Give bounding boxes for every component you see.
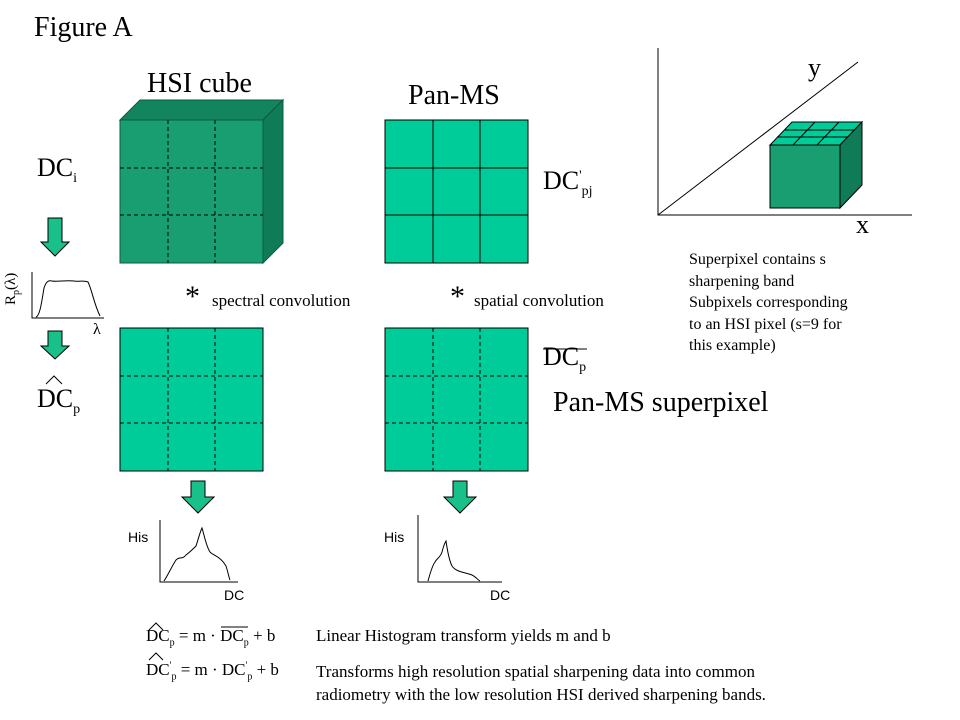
pan-ms-grid xyxy=(384,119,529,264)
hsi-cube-side xyxy=(262,98,284,265)
histogram-2 xyxy=(417,515,502,583)
convolution-star: * xyxy=(450,280,465,313)
axes-3d xyxy=(657,48,912,216)
transform-note-line-2: radiometry with the low resolution HSI d… xyxy=(316,685,766,704)
histogram-1-xlabel: DC xyxy=(224,587,245,603)
spatial-convolution-label: spatial convolution xyxy=(474,291,604,310)
down-arrow-icon xyxy=(180,480,216,514)
hsi-cube-title: HSI cube xyxy=(147,68,252,99)
equation-2: DC'p = m · DC'p + b xyxy=(146,660,279,683)
spectral-ylabel: Rp(λ) xyxy=(3,272,22,305)
spectral-result-grid xyxy=(119,327,264,472)
histogram-1-ylabel: His xyxy=(128,529,149,545)
spectral-convolution-label: spectral convolution xyxy=(212,291,351,310)
down-arrow-icon xyxy=(442,480,478,514)
axis-y-label: y xyxy=(808,53,821,82)
spatial-result-grid xyxy=(384,327,529,472)
hsi-cube-grid xyxy=(120,120,263,263)
equation-marks xyxy=(45,348,587,661)
histogram-2-ylabel: His xyxy=(384,529,405,545)
down-arrow-icon xyxy=(39,217,71,257)
histogram-2-xlabel: DC xyxy=(490,587,511,603)
axis-x-label: x xyxy=(856,210,869,239)
superpixel-cube xyxy=(768,120,864,210)
histogram-1 xyxy=(159,520,238,583)
figure-title: Figure A xyxy=(34,12,133,43)
superpixel-note: Superpixel contains s sharpening band Su… xyxy=(689,251,848,354)
equation-1: DCp = m · DCp + b xyxy=(146,626,276,649)
dc-p-hat-label: DCp xyxy=(37,384,81,418)
pan-ms-superpixel-title: Pan-MS superpixel xyxy=(553,387,769,418)
transform-note-line-1: Transforms high resolution spatial sharp… xyxy=(316,662,755,681)
spectral-curve-plot xyxy=(31,272,104,319)
hsi-cube-front xyxy=(119,119,264,264)
dc-p-bar-label: DCp xyxy=(543,342,587,376)
linear-histogram-note: Linear Histogram transform yields m and … xyxy=(316,626,611,645)
down-arrow-icon xyxy=(39,330,71,360)
hsi-cube xyxy=(118,98,285,265)
pan-ms-title: Pan-MS xyxy=(408,80,500,111)
convolution-star: * xyxy=(185,280,200,313)
dc-pj-label: DC'pj xyxy=(543,166,593,200)
hsi-cube-top xyxy=(118,99,285,121)
spectral-xlabel: λ xyxy=(93,321,101,338)
dc-i-label: DCi xyxy=(37,153,78,187)
